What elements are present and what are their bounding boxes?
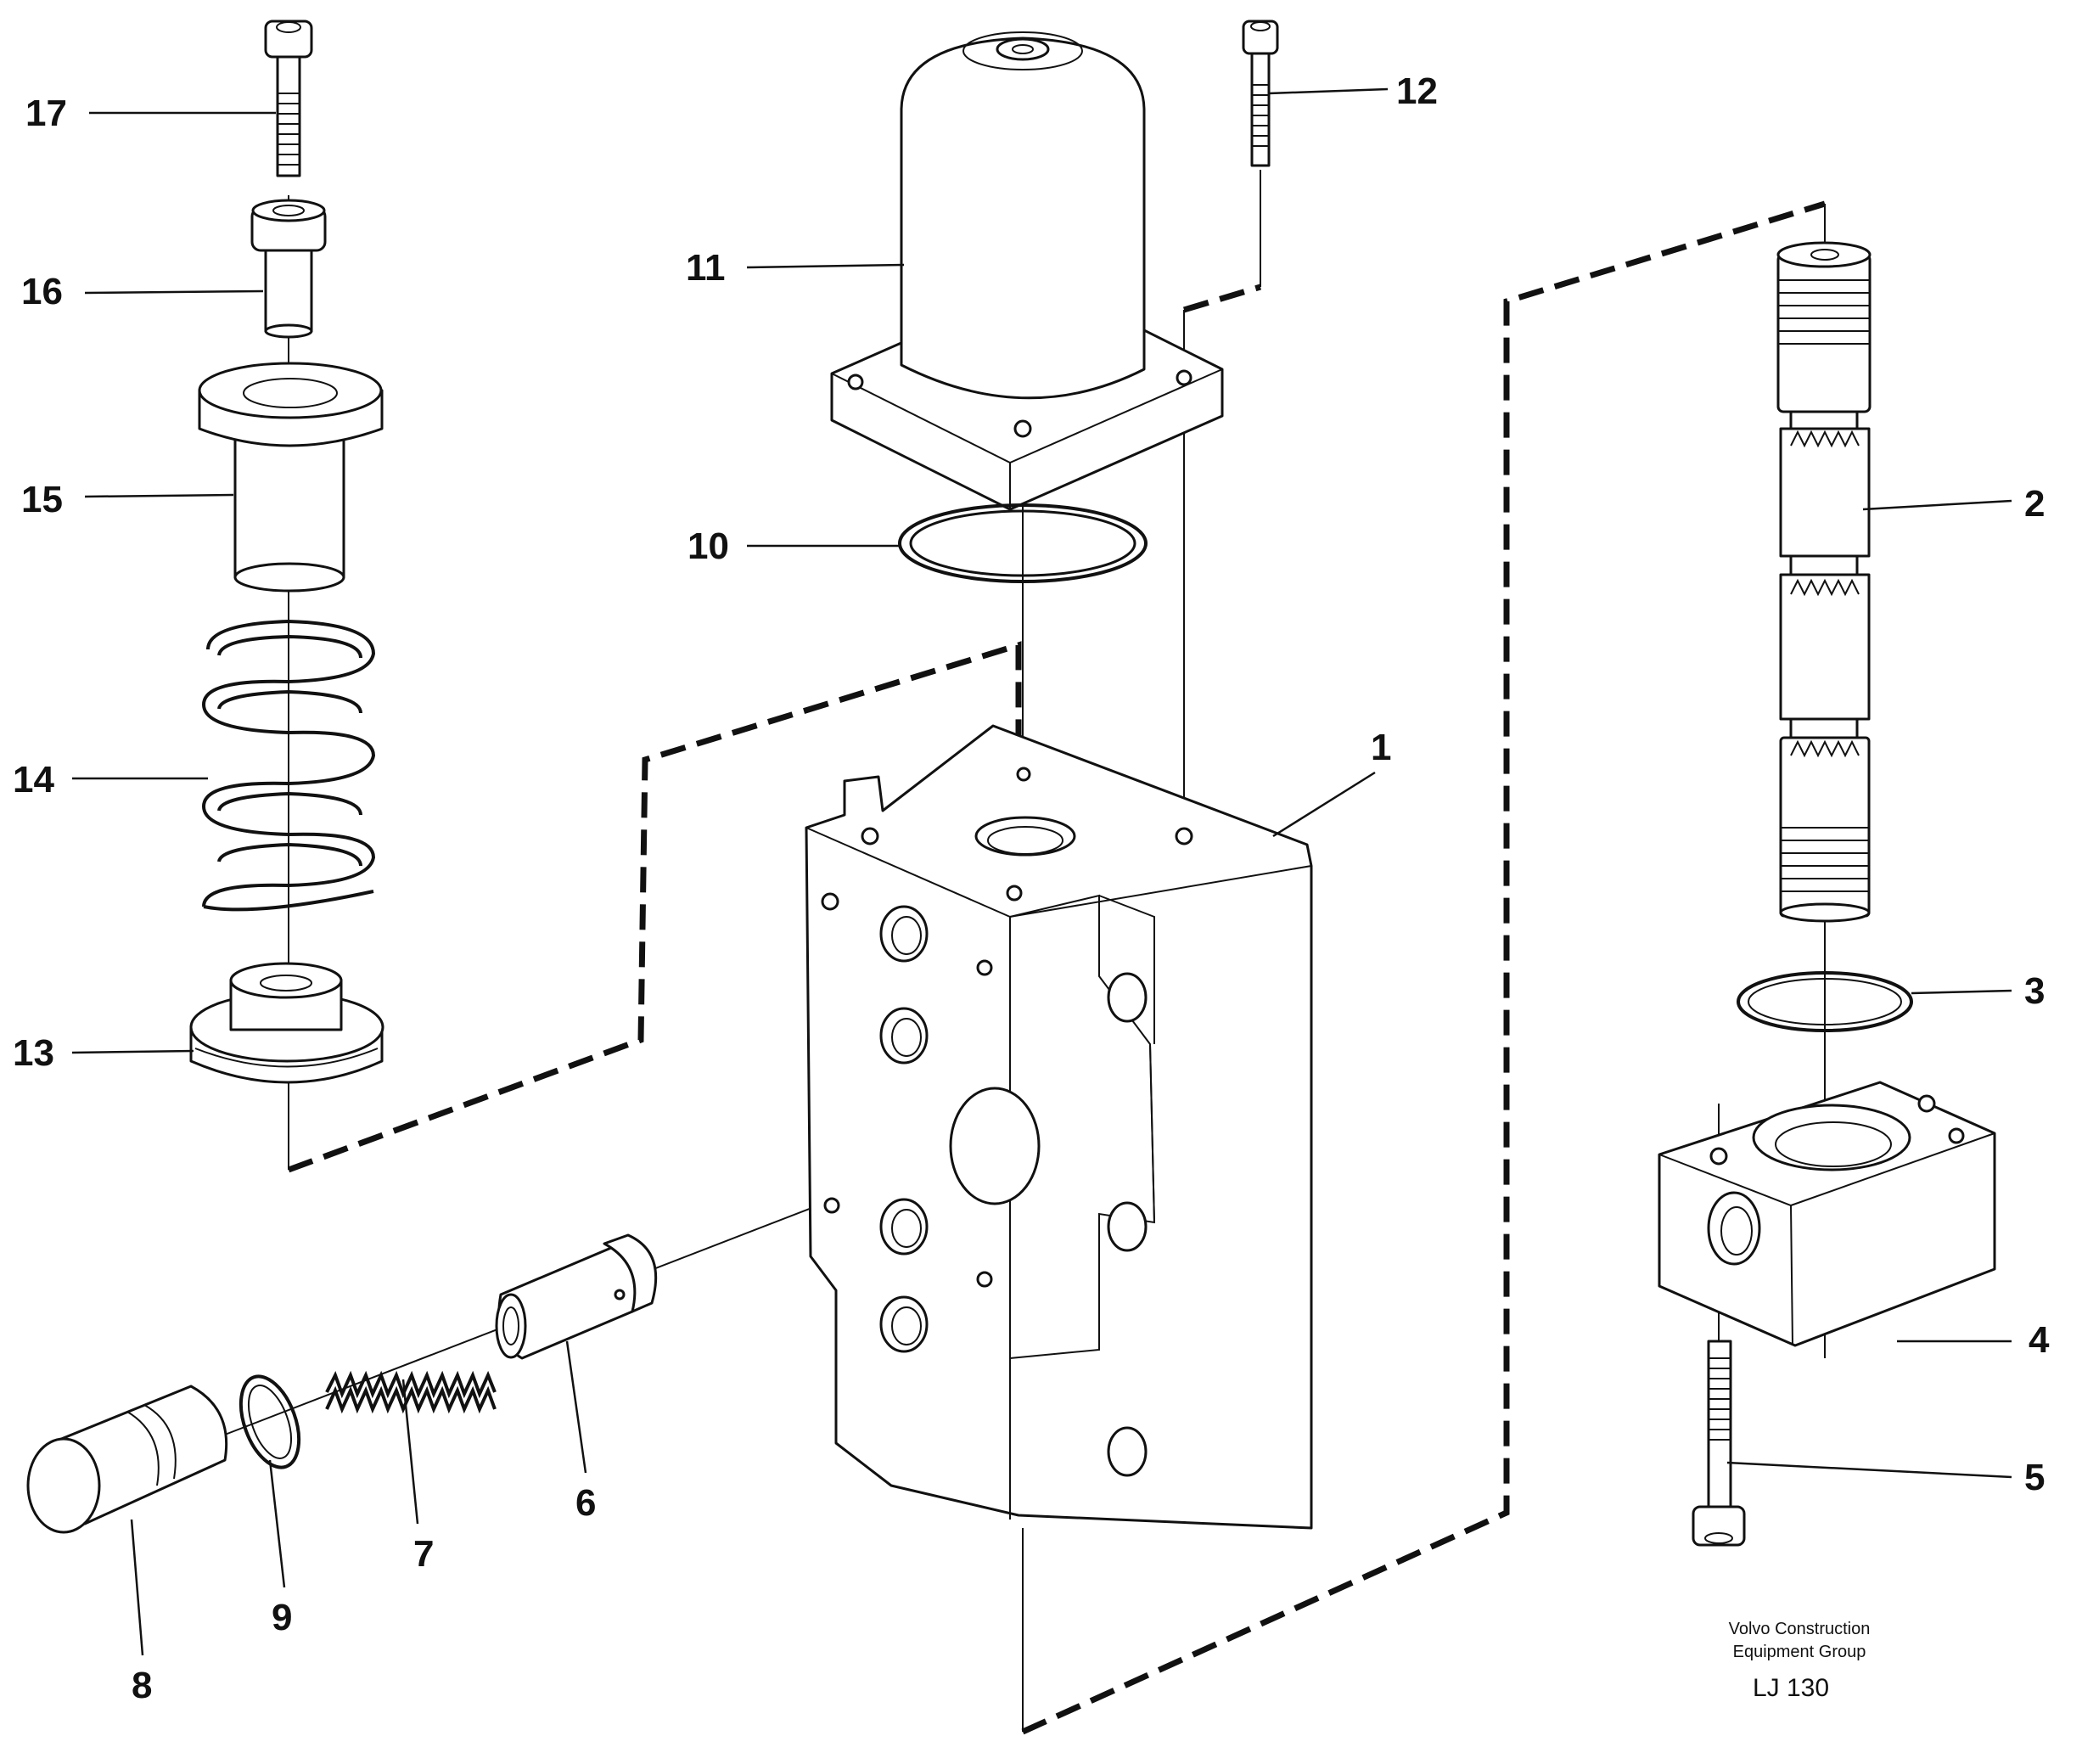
- callout-6: 6: [575, 1482, 596, 1524]
- callout-5: 5: [2024, 1457, 2045, 1498]
- dashed-frame-left: [287, 641, 1022, 1173]
- callout-17: 17: [25, 93, 67, 134]
- callout-8: 8: [132, 1665, 152, 1706]
- part-15-spring-seat: [198, 362, 384, 593]
- part-5-long-bolt: [1692, 1340, 1746, 1547]
- drawing-code: LJ 130: [1753, 1674, 1829, 1702]
- callout-1: 1: [1371, 727, 1391, 768]
- part-17-cap-screw: [264, 20, 313, 177]
- part-2-spool: [1776, 241, 1872, 923]
- part-10-o-ring: [898, 503, 1148, 583]
- part-7-small-spring: [325, 1370, 497, 1414]
- credit-line-2: Equipment Group: [1733, 1643, 1866, 1661]
- part-1-valve-body: [805, 724, 1313, 1530]
- dashed-frame-top: [1182, 284, 1262, 313]
- part-16-bushing: [250, 199, 327, 339]
- callout-2: 2: [2024, 483, 2045, 525]
- callout-10: 10: [687, 525, 729, 567]
- part-3-o-ring: [1737, 971, 1913, 1032]
- callout-16: 16: [21, 271, 63, 312]
- part-6-sleeve: [495, 1233, 658, 1360]
- callout-14: 14: [13, 759, 54, 801]
- callout-13: 13: [13, 1032, 54, 1074]
- part-13-spring-guide: [189, 962, 384, 1084]
- callout-3: 3: [2024, 970, 2045, 1012]
- part-11-solenoid-cover: [830, 31, 1224, 511]
- dashed-frame-right: [1021, 200, 1827, 1735]
- callout-15: 15: [21, 479, 63, 520]
- part-14-coil-spring: [201, 619, 376, 912]
- credit-line-1: Volvo Construction: [1729, 1620, 1871, 1638]
- part-4-end-block: [1658, 1081, 1996, 1347]
- callout-labels: 17 16 15 14 13 11 10 12 1 2 3 4 5 6 7 9 …: [13, 70, 2050, 1706]
- credit-block: Volvo Construction Equipment Group LJ 13…: [1729, 1620, 1871, 1702]
- callout-12: 12: [1396, 70, 1438, 112]
- callout-7: 7: [413, 1533, 434, 1575]
- part-9-o-ring: [239, 1374, 301, 1469]
- part-8-plug: [26, 1385, 228, 1534]
- leader-lines: [71, 87, 2012, 1656]
- callout-4: 4: [2029, 1319, 2050, 1361]
- callout-9: 9: [272, 1597, 292, 1638]
- part-12-screw: [1242, 20, 1279, 167]
- valve-body-ports: [879, 905, 1148, 1477]
- callout-11: 11: [686, 247, 726, 289]
